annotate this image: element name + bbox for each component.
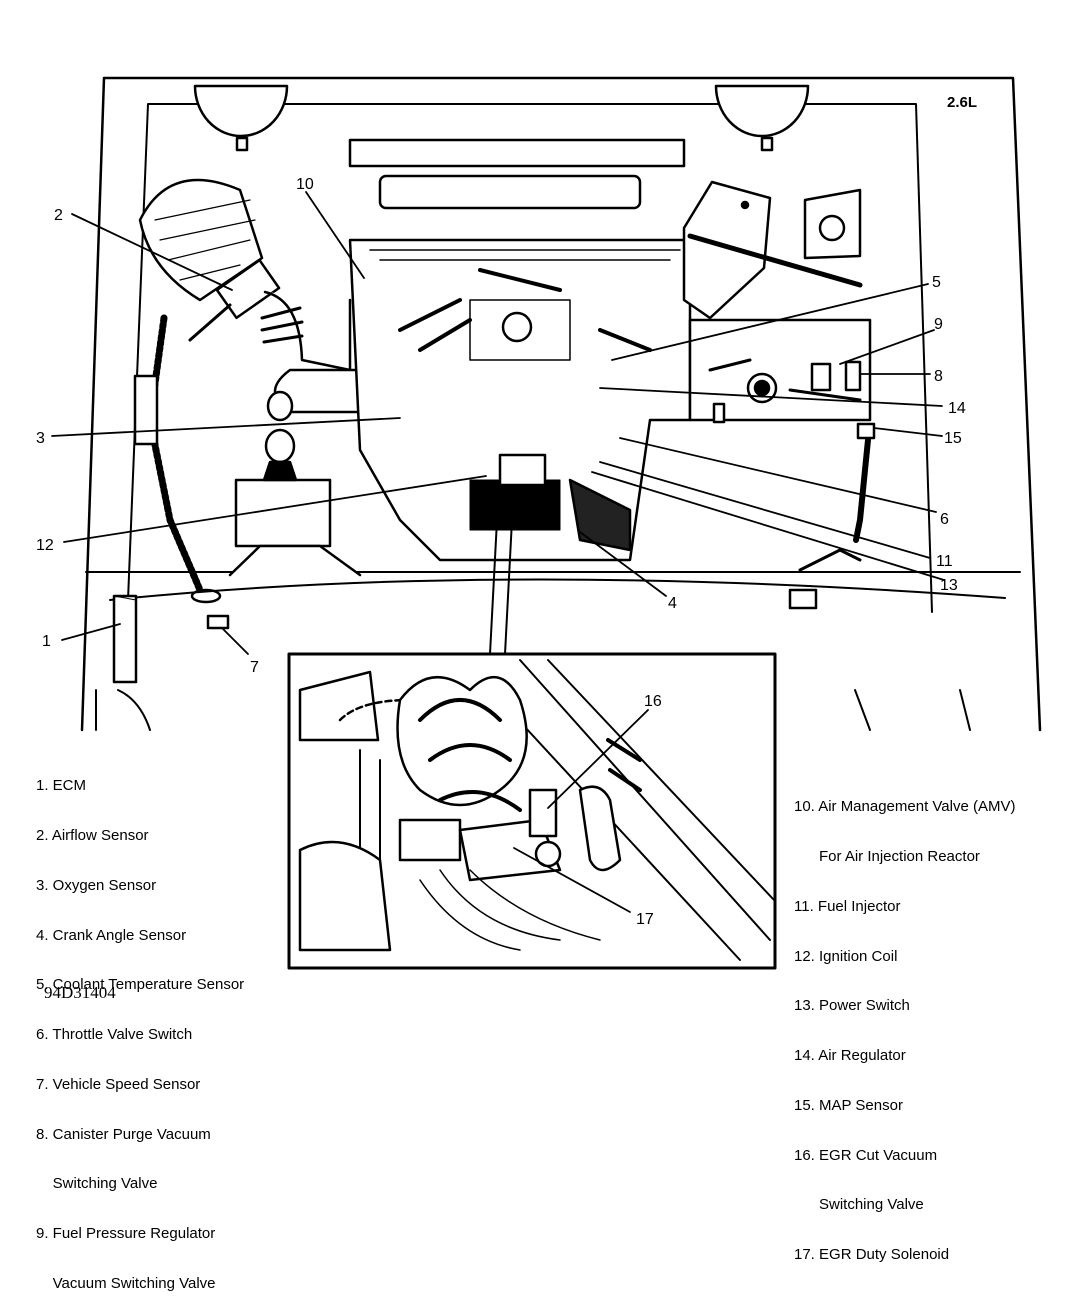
legend-item: 1. ECM — [36, 777, 87, 795]
engine-compartment-diagram: 1 2 3 4 5 6 7 8 9 10 11 12 13 14 15 16 1… — [36, 76, 1042, 970]
legend-item: 3. Oxygen Sensor — [36, 876, 157, 894]
legend-item: 16. EGR Cut Vacuum — [794, 1146, 938, 1164]
leader-10 — [305, 191, 365, 279]
radiator-top — [348, 138, 686, 168]
inset-connector — [489, 519, 513, 655]
legend-item: 12. Ignition Coil — [794, 947, 898, 965]
legend-item: 15. MAP Sensor — [794, 1096, 903, 1114]
map-sensor — [856, 422, 876, 440]
legend-item: 10. Air Management Valve (AMV) — [794, 798, 1016, 816]
callout-2: 2 — [54, 207, 63, 224]
left-headlamp — [193, 84, 289, 138]
leader-1 — [61, 623, 121, 641]
legend-item: Vacuum Switching Valve — [36, 1275, 216, 1292]
ecm-box — [112, 594, 138, 684]
legend-item: Switching Valve — [36, 1175, 158, 1193]
battery-box — [682, 180, 772, 320]
leader-6 — [619, 437, 937, 513]
legend-item: Switching Valve — [794, 1196, 924, 1214]
legend-left: 1. ECM 2. Airflow Sensor 3. Oxygen Senso… — [36, 745, 244, 1309]
leader-5 — [611, 283, 929, 361]
leader-4 — [579, 531, 667, 597]
leader-2 — [71, 213, 233, 291]
inner-body-outline — [127, 103, 933, 613]
leader-15 — [873, 427, 943, 437]
legend-item: 7. Vehicle Speed Sensor — [36, 1075, 201, 1093]
engine-size-label: 2.6L — [947, 94, 978, 111]
callout-15: 15 — [944, 430, 962, 447]
leader-11 — [599, 461, 931, 559]
legend-item: 14. Air Regulator — [794, 1047, 906, 1065]
right-headlamp — [714, 84, 810, 138]
legend-item: 13. Power Switch — [794, 997, 910, 1015]
callout-10: 10 — [296, 176, 314, 193]
legend-item: 2. Airflow Sensor — [36, 826, 149, 844]
figure-id: 94D31404 — [44, 983, 116, 1002]
legend-item: 9. Fuel Pressure Regulator — [36, 1225, 216, 1243]
leader-17 — [513, 847, 631, 913]
lower-panel-curve — [109, 578, 1006, 601]
callout-5: 5 — [932, 274, 941, 291]
legend-item: 11. Fuel Injector — [794, 897, 901, 915]
callout-16: 16 — [644, 693, 662, 710]
intake-duct — [263, 290, 352, 372]
airflow-sensor — [215, 258, 281, 320]
callout-4: 4 — [668, 595, 677, 612]
left-hose — [146, 314, 204, 594]
callout-1: 1 — [42, 633, 51, 650]
callout-12: 12 — [36, 537, 54, 554]
leader-7 — [221, 627, 249, 655]
legend-item: 8. Canister Purge Vacuum — [36, 1125, 211, 1143]
gearbox-mount — [234, 478, 332, 548]
callout-7: 7 — [250, 659, 259, 676]
callout-11: 11 — [936, 553, 953, 570]
vehicle-speed-sensor — [206, 614, 230, 630]
legend-item: 17. EGR Duty Solenoid — [794, 1246, 950, 1264]
leader-3 — [51, 417, 401, 437]
callout-6: 6 — [940, 511, 949, 528]
leader-16 — [547, 709, 649, 809]
leader-14 — [599, 387, 943, 407]
callout-17: 17 — [636, 911, 654, 928]
legend-item: 6. Throttle Valve Switch — [36, 1026, 193, 1044]
leader-12 — [63, 475, 487, 543]
callout-3: 3 — [36, 430, 45, 447]
callout-14: 14 — [948, 400, 966, 417]
legend-item: 5. Coolant Temperature Sensor — [36, 976, 245, 994]
callout-13: 13 — [940, 577, 958, 594]
legend-right: 10. Air Management Valve (AMV) For Air I… — [794, 766, 1015, 1280]
callout-9: 9 — [934, 316, 943, 333]
leader-13 — [591, 471, 945, 581]
legend-item: 4. Crank Angle Sensor — [36, 926, 187, 944]
leader-9 — [839, 329, 935, 365]
body-outline — [80, 76, 1042, 732]
legend-item: For Air Injection Reactor — [794, 847, 980, 865]
callout-8: 8 — [934, 368, 943, 385]
